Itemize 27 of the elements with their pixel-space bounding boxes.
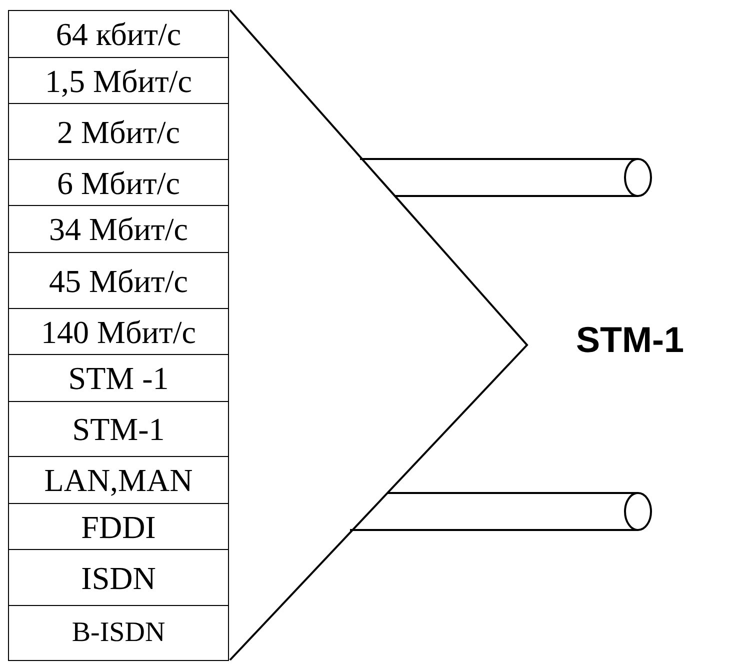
table-cell xyxy=(8,159,229,206)
data-rate-text: 140 Мбит/с xyxy=(41,316,196,348)
data-rate-text: 1,5 Мбит/с xyxy=(45,64,192,96)
data-rate-text: ISDN xyxy=(81,562,156,594)
table-cell xyxy=(8,205,229,253)
output-signal-label: STM-1 xyxy=(576,322,684,358)
data-rate-text: 6 Мбит/с xyxy=(57,166,180,198)
table-cell xyxy=(8,354,229,402)
table-cell xyxy=(8,103,229,160)
data-rate-text: 45 Мбит/с xyxy=(49,264,188,296)
data-rate-text: 34 Мбит/с xyxy=(49,213,188,245)
table-cell xyxy=(8,57,229,104)
table-cell xyxy=(8,10,229,58)
table-cell xyxy=(8,401,229,457)
table-cell xyxy=(8,252,229,309)
table-cell xyxy=(8,549,229,606)
data-rate-text: FDDI xyxy=(81,510,156,542)
data-rate-text: 2 Мбит/с xyxy=(57,116,180,148)
data-rate-text: STM-1 xyxy=(72,413,165,445)
table-cell xyxy=(8,308,229,355)
data-rate-text: LAN,MAN xyxy=(44,464,193,496)
data-rate-text: 64 кбит/с xyxy=(56,18,182,50)
data-rate-text: STM -1 xyxy=(68,362,169,394)
data-rate-text: B-ISDN xyxy=(72,619,166,647)
table-cell xyxy=(8,456,229,504)
table-cell xyxy=(8,605,229,661)
table-cell xyxy=(8,503,229,550)
